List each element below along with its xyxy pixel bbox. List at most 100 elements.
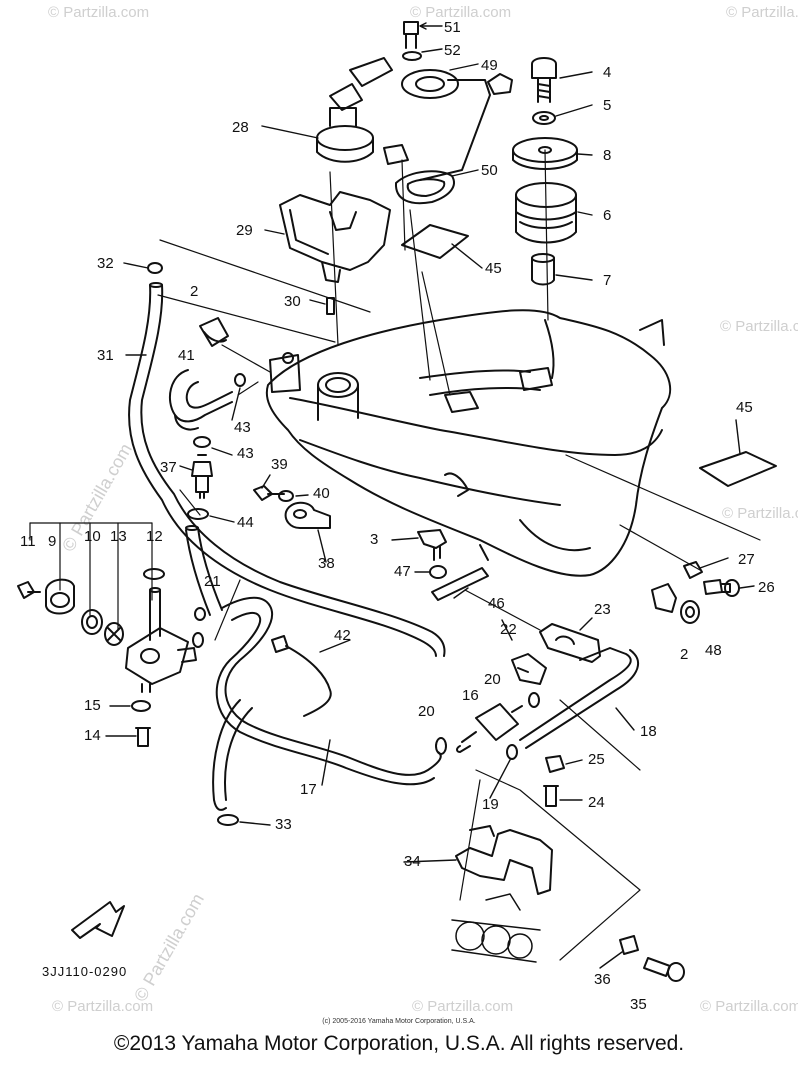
callout-27: 27 [738,551,755,568]
damper-8 [512,137,578,170]
callout-21: 21 [204,573,221,590]
callout-15: 15 [84,697,101,714]
washer-15 [131,700,151,712]
damper-6 [515,182,577,244]
ring-13 [81,609,103,635]
bracket-22 [511,653,547,685]
callout-16: 16 [462,687,479,704]
watermark: © Partzilla.com [720,318,798,335]
hose-18 [519,647,640,749]
callout-6: 6 [603,207,612,224]
callout-22: 22 [500,621,517,638]
callout-47: 47 [394,563,411,580]
clip-44 [187,508,209,520]
callout-46: 46 [488,595,505,612]
small-copyright: (c) 2005-2016 Yamaha Motor Corporation, … [322,1018,476,1025]
bolt-51-52 [402,21,422,61]
hose-42 [215,596,442,786]
callout-7: 7 [603,272,612,289]
hose-17 [212,699,253,811]
grommet-2-lower [651,583,677,613]
collar-7 [531,253,555,286]
callout-26: 26 [758,579,775,596]
bracket-23 [539,623,601,663]
callout-29: 29 [236,222,253,239]
watermark: © Partzilla.com [726,4,798,21]
callout-4: 4 [603,64,612,81]
callout-42: 42 [334,627,351,644]
callout-37: 37 [160,459,177,476]
pad-45-right [699,451,777,487]
callout-23: 23 [594,601,611,618]
valve-37 [191,454,213,499]
callout-arrows [105,22,755,969]
callout-48: 48 [705,642,722,659]
washer-48 [680,600,700,624]
screw-39 [253,485,285,501]
callout-13: 13 [110,528,127,545]
pin-30 [326,297,335,315]
pad-45-upper [401,224,469,259]
elbow-hose-41 [168,369,233,431]
callout-33: 33 [275,816,292,833]
o-ring-12 [143,568,165,580]
callout-31: 31 [97,347,114,364]
main-copyright: ©2013 Yamaha Motor Corporation, U.S.A. A… [113,1032,685,1055]
watermark: © Partzilla.com [52,998,154,1015]
watermark: © Partzilla.com [700,998,798,1015]
callout-40: 40 [313,485,330,502]
callout-36: 36 [594,971,611,988]
callout-20: 20 [418,703,435,720]
carburetor-assembly [451,893,541,963]
callout-12: 12 [146,528,163,545]
callout-38: 38 [318,555,335,572]
callout-43: 43 [234,419,251,436]
callout-43: 43 [237,445,254,462]
callout-49: 49 [481,57,498,74]
callout-45: 45 [485,260,502,277]
callout-19: 19 [482,796,499,813]
hose-31 [128,282,446,657]
callout-9: 9 [48,533,57,550]
bolt-14 [135,727,151,747]
callout-2: 2 [680,646,689,663]
grommet-2-upper [199,317,229,347]
nut-25 [545,755,565,773]
fwd-arrow-icon [71,901,125,939]
bolt-24 [543,785,559,807]
callout-5: 5 [603,97,612,114]
nut-47 [429,565,447,579]
gasket-50 [394,170,455,205]
washer-40 [278,490,294,502]
callout-52: 52 [444,42,461,59]
cover-10 [45,578,75,615]
fuel-tank [265,309,671,577]
callout-39: 39 [271,456,288,473]
callout-30: 30 [284,293,301,310]
callout-32: 32 [97,255,114,272]
callout-18: 18 [640,723,657,740]
callout-17: 17 [300,781,317,798]
callout-20: 20 [484,671,501,688]
fuel-filter-16 [456,703,523,753]
callout-34: 34 [404,853,421,870]
strip-46 [431,567,489,601]
washer-5 [532,111,556,125]
leader-lines [29,149,761,961]
fuel-cap-28 [316,57,393,163]
watermark: © Partzilla.com [412,998,514,1015]
diagram-code: 3JJ110-0290 [42,964,128,979]
fuel-petcock [125,587,197,693]
watermark: © Partzilla.com [410,4,512,21]
nut-27 [683,561,703,579]
callout-10: 10 [84,528,101,545]
clip-33 [217,814,239,826]
callout-51: 51 [444,19,461,36]
clip-20 [528,692,540,708]
watermark: © Partzilla.com [48,4,150,21]
callout-41: 41 [178,347,195,364]
clip-32 [147,262,163,274]
callout-44: 44 [237,514,254,531]
callout-35: 35 [630,996,647,1013]
callout-50: 50 [481,162,498,179]
